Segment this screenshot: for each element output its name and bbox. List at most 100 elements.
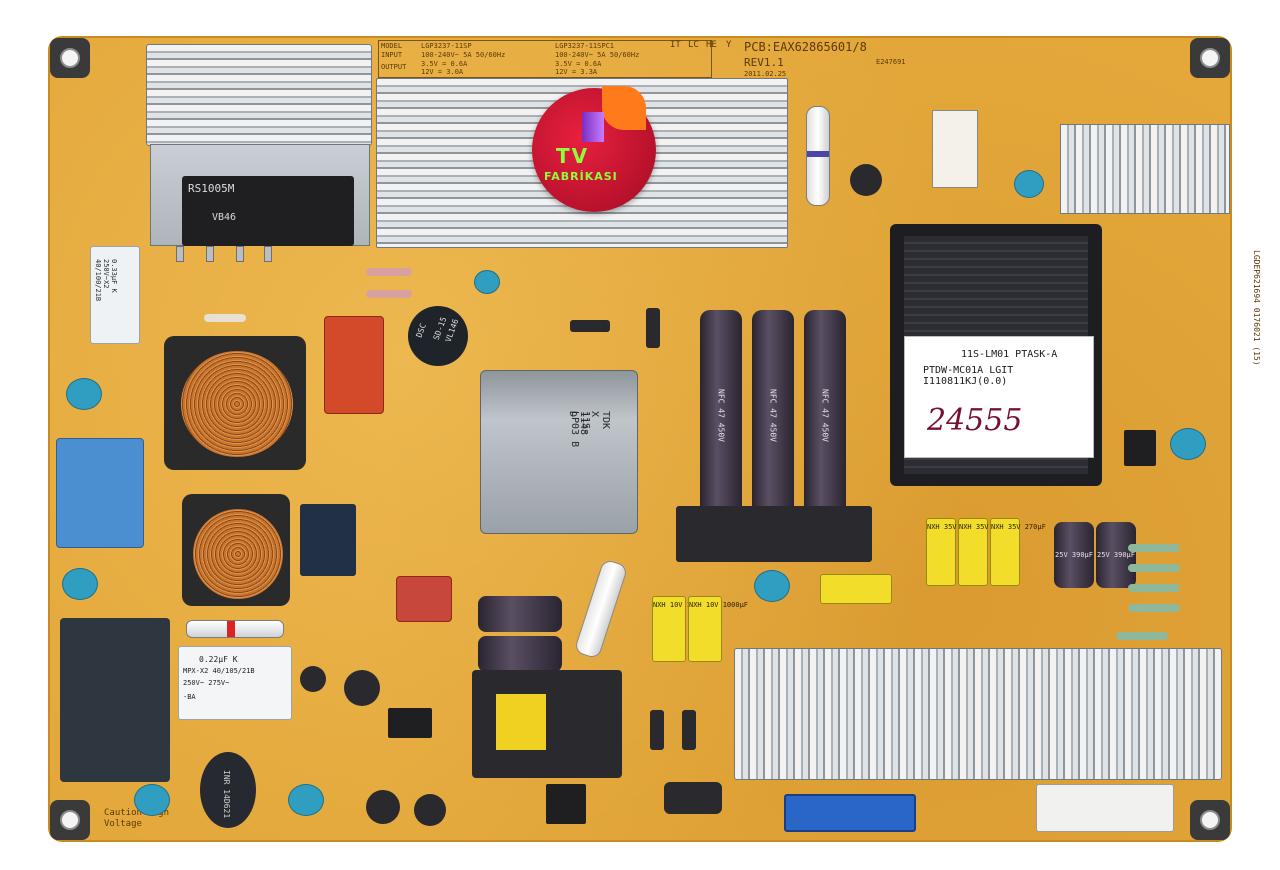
cert-number: E247691 (876, 58, 906, 66)
watermark-text-bottom: FABRİKASI (544, 170, 618, 183)
film-capacitor-x2-top: 0.33µF K 250V~X2 40/100/21B (90, 246, 140, 344)
bridge-code: VB46 (212, 212, 237, 223)
common-mode-choke-2 (190, 506, 286, 602)
mount-hole-top-right (1190, 38, 1230, 78)
model-table-cell: INPUT (381, 51, 403, 59)
label-line-1: 11S-LM01 PTASK-A (961, 349, 1058, 360)
film-capacitor-red (324, 316, 384, 414)
resistor (1128, 604, 1180, 612)
yellow-capacitor: NXH 35V 270µF (958, 518, 1014, 586)
resistor (1116, 632, 1168, 640)
bridge-rectifier: RS1005M VB46 (182, 176, 354, 246)
electrolytic-capacitor (478, 596, 562, 632)
mount-hole-top-left (50, 38, 90, 78)
model-table-cell: 3.5V = 0.6A (555, 60, 602, 68)
bulk-capacitor: NFC 47 450V (752, 310, 794, 520)
y-capacitor (474, 270, 500, 294)
cap-bracket (676, 506, 872, 562)
resistor (1128, 544, 1180, 552)
yellow-capacitor: NXH 10V 1000µF (652, 596, 712, 662)
bridge-pin (206, 246, 214, 262)
handwritten-number: 24555 (927, 403, 1023, 438)
aux-transformer-tape (496, 694, 546, 750)
output-capacitor: 25V 390µF (1096, 522, 1136, 588)
film-capacitor-x2-bottom: 0.22µF K MPX-X2 40/105/21B 250V~ 275V~ -… (178, 646, 292, 720)
country-code: Y (726, 40, 732, 50)
relay (300, 504, 356, 576)
y-capacitor (288, 784, 324, 816)
caution-text: Caution High Voltage (104, 808, 170, 829)
ntc-thermistor: INR 14D621 (200, 752, 256, 828)
y-capacitor (62, 568, 98, 600)
resistor (366, 290, 412, 298)
country-codes: IT LC HE Y (668, 38, 738, 74)
small-electrolytic (850, 164, 882, 196)
bridge-pin (176, 246, 184, 262)
transformer-label-2: TDK X 1148 D (567, 411, 611, 436)
small-electrolytic (414, 794, 446, 826)
connector-white[interactable] (1036, 784, 1174, 832)
y-capacitor (754, 570, 790, 602)
watermark-tv-icon (582, 112, 604, 142)
output-capacitor: 25V 390µF (1054, 522, 1094, 588)
model-table-cell: 3.5V = 0.6A (421, 60, 468, 68)
model-table-cell: LGP3237-11SPC1 (555, 42, 615, 50)
dsc-label-1: DSC (414, 322, 428, 339)
watermark-text-top: TV (556, 144, 590, 168)
ac-inlet-block (60, 618, 170, 782)
electrolytic-capacitor (478, 636, 562, 672)
model-table-cell: 12V = 3.3A (555, 68, 598, 76)
model-table-cell: 100-240V~ 5A 50/60Hz (421, 51, 506, 59)
film-cap-bottom-3: 250V~ 275V~ (183, 679, 230, 687)
heatsink-bottom (734, 648, 1222, 780)
fuse-resistor (806, 106, 830, 206)
label-line-2: PTDW-MC01A LGIT I110811KJ(0.0) (923, 365, 1014, 387)
pcb-code: PCB:EAX62865601/8 (744, 40, 867, 54)
heatsink-bridge (146, 44, 372, 146)
diode (646, 308, 660, 348)
resistor (204, 314, 246, 322)
mount-hole-bottom-left (50, 800, 90, 840)
dsc-varistor: DSC SD-15 VL146 (408, 306, 468, 366)
country-code: IT (670, 40, 681, 50)
resistor (366, 268, 412, 276)
ic-chip (1124, 430, 1156, 466)
film-cap-bottom-4: -BA (183, 693, 196, 701)
small-electrolytic (664, 782, 722, 814)
yellow-capacitor: NXH 35V 270µF (926, 518, 982, 586)
model-table-cell: MODEL (381, 42, 403, 50)
pcb-date: 2011.02.25 (744, 70, 787, 78)
diode (682, 710, 696, 750)
small-electrolytic (300, 666, 326, 692)
y-capacitor (1170, 428, 1206, 460)
film-cap-bottom-2: MPX-X2 40/105/21B (183, 667, 255, 675)
country-code: LC (688, 40, 699, 50)
small-electrolytic (344, 670, 380, 706)
resistor (1128, 564, 1180, 572)
film-cap-bottom-1: 0.22µF K (199, 655, 238, 664)
ntc-text: INR 14D621 (222, 770, 231, 819)
watermark-curl (602, 86, 646, 130)
film-capacitor-red-small (396, 576, 452, 622)
film-cap-top-text: 0.33µF K 250V~X2 40/100/21B (94, 259, 118, 302)
bulk-capacitor: NFC 47 450V (700, 310, 742, 520)
model-table-cell: LGP3237-11SP (421, 42, 472, 50)
model-table-cell: 100-240V~ 5A 50/60Hz (555, 51, 640, 59)
watermark-logo: TV FABRİKASI (532, 86, 656, 212)
fuse-band (807, 151, 829, 157)
bulk-capacitor: NFC 47 450V (804, 310, 846, 520)
inventory-label: 11S-LM01 PTASK-A PTDW-MC01A LGIT I110811… (904, 336, 1094, 458)
model-table-cell: 12V = 3.0A (421, 68, 464, 76)
mount-hole-bottom-right (1190, 800, 1230, 840)
diode (650, 710, 664, 750)
y-capacitor (134, 784, 170, 816)
resistor (1128, 584, 1180, 592)
ic-chip (546, 784, 586, 824)
x-capacitor-blue (56, 438, 144, 548)
bridge-pin (236, 246, 244, 262)
connector-blue[interactable] (784, 794, 916, 832)
country-code: HE (706, 40, 717, 50)
yellow-capacitor-horizontal (820, 574, 892, 604)
y-capacitor (1014, 170, 1044, 198)
standby-transformer: 11S-LP03 B TDK X 1148 D (480, 370, 638, 534)
